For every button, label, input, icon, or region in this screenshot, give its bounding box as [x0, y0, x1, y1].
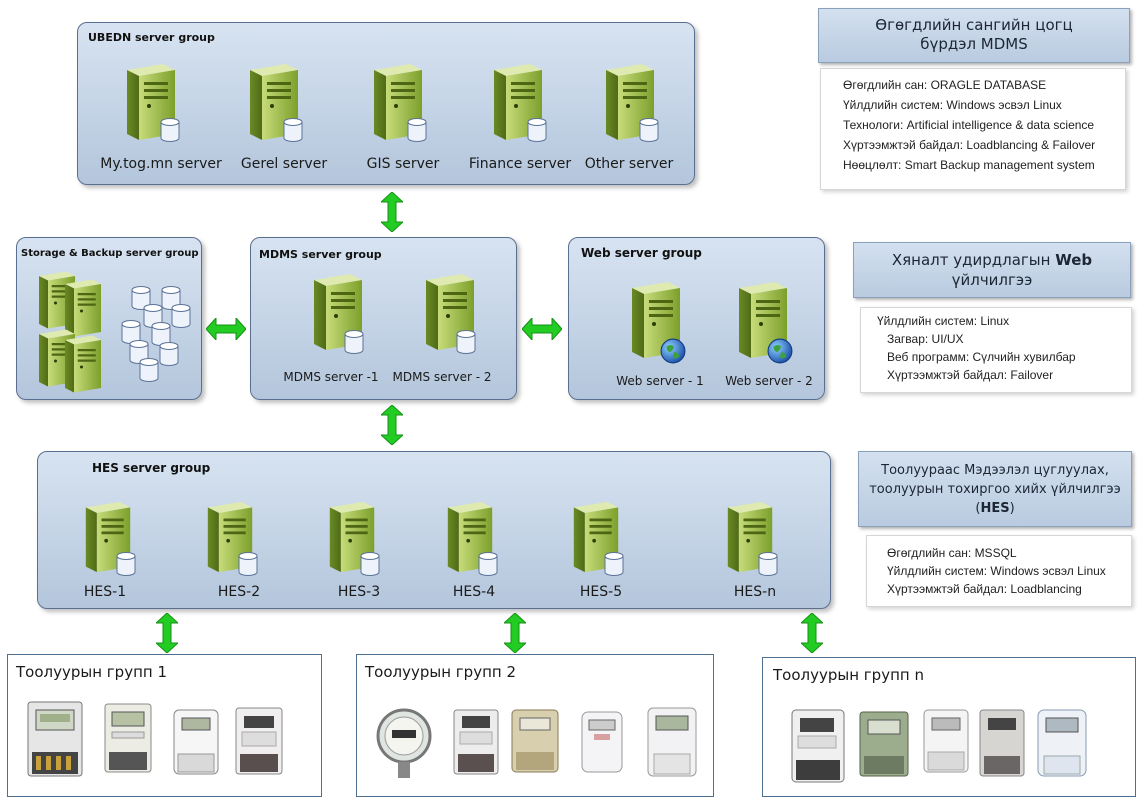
electric-meter-icon [173, 709, 219, 775]
storage-servers-icon [39, 271, 101, 393]
mdms-info-line: Өгөгдлийн сан: ORAGLE DATABASE [843, 78, 1047, 92]
mdms-info-heading: Өгөгдлийн сангийн цогц бүрдэл MDMS [818, 8, 1130, 63]
database-icon [527, 118, 547, 142]
web-info-line: Үйлдлийн систем: Linux [877, 314, 1010, 328]
meter-group-title: Тоолуурын групп 2 [365, 663, 517, 681]
ubedn-group-title: UBEDN server group [88, 31, 215, 44]
server-label-hes-3: HES-3 [337, 584, 381, 600]
database-icon [758, 552, 778, 576]
web-group-title: Web server group [581, 246, 702, 260]
server-label-finance: Finance server [468, 156, 572, 172]
server-label-gis: GIS server [366, 156, 440, 172]
web-info-heading: Хяналт удирдлагын Web үйлчилгээ [853, 242, 1131, 298]
server-label-mdms-1: MDMS server -1 [283, 370, 379, 384]
server-label-hes-n: HES-n [733, 584, 777, 600]
server-label-mytog: My.tog.mn server [100, 156, 222, 172]
link-arrow-hes-meter-2 [504, 613, 526, 653]
database-icon [407, 118, 427, 142]
server-label-hes-4: HES-4 [452, 584, 496, 600]
link-arrow-hes-meter-n [801, 613, 823, 653]
web-info-details: Үйлдлийн систем: Linux Загвар: UI/UX Веб… [860, 307, 1132, 393]
hes-info-details: Өгөгдлийн сан: MSSQL Үйлдлийн систем: Wi… [866, 535, 1132, 607]
mdms-info-line: Нөөцлөлт: Smart Backup management system [843, 158, 1095, 172]
link-arrow-storage-mdms [206, 318, 246, 340]
web-info-line: Загвар: UI/UX [887, 332, 964, 346]
hes-info-line: Үйлдлийн систем: Windows эсвэл Linux [887, 564, 1106, 578]
link-arrow-mdms-hes [381, 405, 403, 445]
electric-meter-icon [791, 709, 845, 783]
web-info-heading-post: үйлчилгээ [951, 271, 1033, 289]
database-icon [478, 552, 498, 576]
hes-group-title: HES server group [92, 461, 211, 475]
web-info-heading-pre: Хяналт удирдлагын [891, 251, 1056, 269]
hes-info-heading-line2: тоолуурын тохиргоо хийх үйлчилгээ [869, 482, 1121, 497]
storage-group-title: Storage & Backup server group [21, 248, 199, 259]
hes-info-line: Өгөгдлийн сан: MSSQL [887, 546, 1017, 560]
electric-meter-icon [453, 709, 499, 775]
mdms-info-line: Үйлдлийн систем: Windows эсвэл Linux [843, 98, 1062, 112]
electric-meter-icon [104, 703, 152, 773]
web-info-line: Веб программ: Сүлчийн хувилбар [887, 350, 1076, 364]
hes-info-heading: Тоолуураас Мэдээлэл цуглуулах, тоолуурын… [858, 451, 1132, 527]
hes-server-group: HES server group [37, 451, 831, 609]
server-label-web-2: Web server - 2 [725, 374, 813, 388]
server-label-hes-5: HES-5 [579, 584, 623, 600]
mdms-info-details: Өгөгдлийн сан: ORAGLE DATABASE Үйлдлийн … [820, 68, 1126, 190]
electric-meter-icon [1037, 709, 1087, 777]
electric-meter-icon [581, 711, 623, 773]
server-label-mdms-2: MDMS server - 2 [392, 370, 492, 384]
link-arrow-ubedn-mdms [381, 192, 403, 232]
database-icon [360, 552, 380, 576]
database-icon [160, 118, 180, 142]
electric-meter-icon [235, 707, 283, 775]
database-icon [344, 330, 364, 354]
meter-group-title: Тоолуурын групп n [773, 666, 924, 684]
hes-info-heading-bold: HES [980, 501, 1010, 516]
web-info-heading-bold: Web [1055, 251, 1093, 269]
server-label-web-1: Web server - 1 [616, 374, 704, 388]
electric-meter-icon [376, 708, 432, 778]
meter-group-title: Тоолуурын групп 1 [16, 663, 168, 681]
electric-meter-icon [859, 711, 909, 777]
link-arrow-mdms-web [522, 318, 562, 340]
link-arrow-hes-meter-1 [156, 613, 178, 653]
server-label-gerel: Gerel server [240, 156, 328, 172]
electric-meter-icon [923, 709, 969, 773]
electric-meter-icon [27, 701, 83, 777]
web-info-line: Хүртээмжтэй байдал: Failover [887, 368, 1054, 382]
database-icon [283, 118, 303, 142]
electric-meter-icon [647, 707, 697, 777]
database-icon [456, 330, 476, 354]
hes-info-heading-line1: Тоолуураас Мэдээлэл цуглуулах, [881, 463, 1109, 478]
globe-icon [660, 338, 686, 364]
electric-meter-icon [511, 709, 559, 773]
server-label-hes-1: HES-1 [83, 584, 127, 600]
hes-info-line: Хүртээмжтэй байдал: Loadblancing [887, 582, 1082, 596]
server-label-other: Other server [584, 156, 674, 172]
database-icon [116, 552, 136, 576]
mdms-group-title: MDMS server group [259, 248, 382, 261]
globe-icon [767, 338, 793, 364]
database-cluster-icon [121, 286, 191, 382]
mdms-info-line: Технологи: Artificial intelligence & dat… [843, 118, 1095, 132]
database-icon [604, 552, 624, 576]
database-icon [639, 118, 659, 142]
database-icon [238, 552, 258, 576]
electric-meter-icon [979, 709, 1025, 777]
mdms-info-heading-text: Өгөгдлийн сангийн цогц бүрдэл MDMS [875, 16, 1073, 53]
server-label-hes-2: HES-2 [217, 584, 261, 600]
mdms-info-line: Хүртээмжтэй байдал: Loadblancing & Failo… [843, 138, 1096, 152]
